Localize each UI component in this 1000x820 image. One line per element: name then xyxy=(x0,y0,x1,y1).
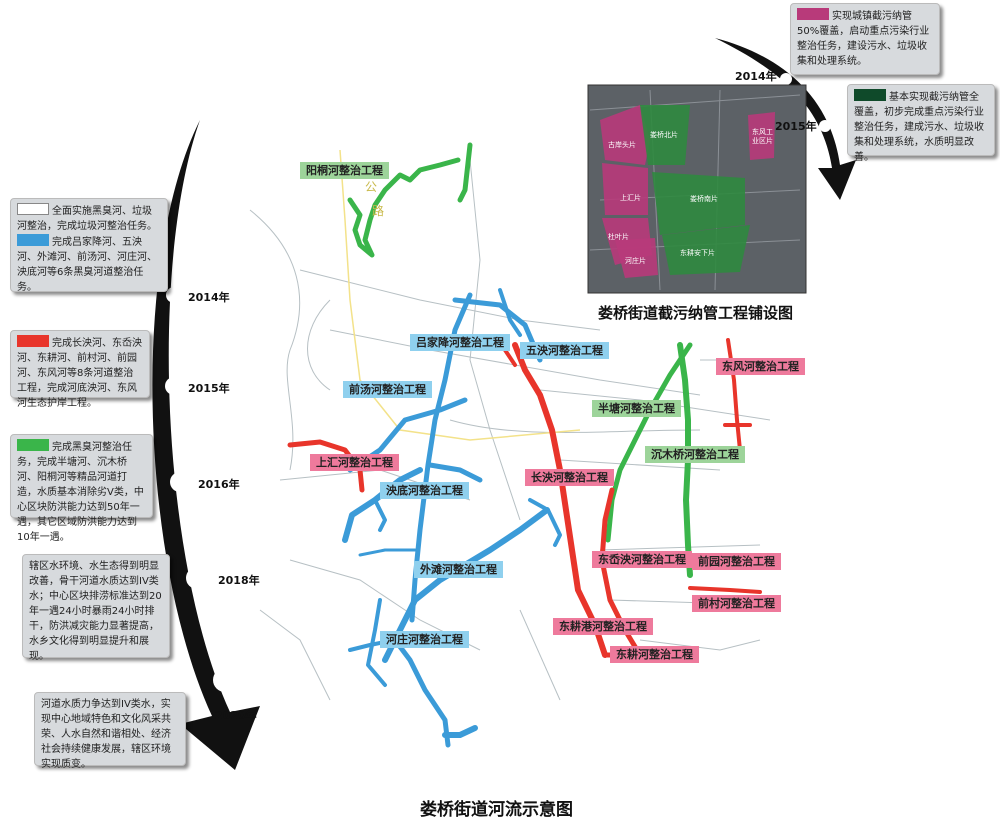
note-2014-text-b: 完成吕家降河、五泱河、外滩河、前汤河、河庄河、泱底河等6条黑臭河道整治任务。 xyxy=(17,237,157,293)
year-right-2014: 2014年 xyxy=(735,70,777,83)
year-left-2014: 2014年 xyxy=(188,291,230,304)
inset-zone-shanghui xyxy=(602,163,648,215)
inset-label-louqiaonan: 娄桥南片 xyxy=(690,195,718,203)
inset-label-gujiatou: 古岸头片 xyxy=(608,141,636,149)
note-right-2015-text: 基本实现截污纳管全覆盖，初步完成重点污染行业整治任务，建成污水、垃圾收集和处理系… xyxy=(854,92,984,163)
inset-zone-dongmao xyxy=(662,225,750,275)
inset-label-dongmao: 东耕安下片 xyxy=(680,249,715,257)
year-left-2016: 2016年 xyxy=(198,478,240,491)
note-2014-text-a: 全面实施黑臭河、垃圾河整治，完成垃圾河整治任务。 xyxy=(17,206,157,232)
label-changyang: 长泱河整治工程 xyxy=(525,469,614,486)
inset-label-hezhuang: 河庄片 xyxy=(625,257,646,265)
label-bantang: 半塘河整治工程 xyxy=(592,400,681,417)
label-dongeng: 东耕河整治工程 xyxy=(610,646,699,663)
road-yellow xyxy=(339,149,581,441)
note-2018-text: 辖区水环境、水生态得到明显改善，骨干河道水质达到IV类水；中心区块排涝标准达到2… xyxy=(29,561,162,662)
label-waitan: 外滩河整治工程 xyxy=(414,561,503,578)
legend-swatch-green xyxy=(17,439,49,451)
note-2020: 河道水质力争达到IV类水，实现中心地域特色和文化风采共荣、人水自然和谐相处、经济… xyxy=(34,692,186,770)
inset-zone-dongfeng xyxy=(748,112,775,160)
note-2015-text: 完成长泱河、东岙泱河、东耕河、前村河、前园河、东风河等8条河道整治工程，完成河底… xyxy=(17,338,142,409)
right-timeline-arrow xyxy=(715,38,856,200)
label-dongengang: 东耕港河整治工程 xyxy=(553,618,653,635)
road-text-lu: 路 xyxy=(372,204,385,218)
legend-swatch-red xyxy=(17,335,49,347)
legend-swatch-white xyxy=(17,203,49,215)
note-right-2014-text: 实现城镇截污纳管50%覆盖，启动重点污染行业整治任务，建设污水、垃圾收集和处理系… xyxy=(797,11,930,67)
note-right-2014: 实现城镇截污纳管50%覆盖，启动重点污染行业整治任务，建设污水、垃圾收集和处理系… xyxy=(790,3,940,75)
year-left-2015: 2015年 xyxy=(188,382,230,395)
inset-zone-hezhuang xyxy=(615,238,658,278)
inset-label-dongfeng: 东风工业区片 xyxy=(752,128,773,145)
legend-swatch-blue xyxy=(17,234,49,246)
note-right-2015: 基本实现截污纳管全覆盖，初步完成重点污染行业整治任务，建成污水、垃圾收集和处理系… xyxy=(847,84,995,163)
inset-label-louqiaobei: 娄桥北片 xyxy=(650,131,678,139)
inset-label-shanghui: 上汇片 xyxy=(620,194,641,202)
year-left-2018: 2018年 xyxy=(218,574,260,587)
label-qiantang: 前汤河整治工程 xyxy=(343,381,432,398)
left-timeline-arrow xyxy=(152,120,260,770)
label-lvjiajiang: 吕家降河整治工程 xyxy=(410,334,510,351)
label-yangtong: 阳桐河整治工程 xyxy=(300,162,389,179)
inset-map xyxy=(587,84,807,294)
inset-zone-louqiaobei xyxy=(640,105,690,165)
legend-swatch-magenta xyxy=(797,8,829,20)
note-2014: 全面实施黑臭河、垃圾河整治，完成垃圾河整治任务。 完成吕家降河、五泱河、外滩河、… xyxy=(10,198,168,293)
note-2015: 完成长泱河、东岙泱河、东耕河、前村河、前园河、东风河等8条河道整治工程，完成河底… xyxy=(10,330,150,409)
label-chenmuqiao: 沉木桥河整治工程 xyxy=(645,446,745,463)
legend-swatch-dark-green xyxy=(854,89,886,101)
year-right-2015: 2015年 xyxy=(775,120,817,133)
label-shanghui: 上汇河整治工程 xyxy=(310,454,399,471)
label-qiancun: 前村河整治工程 xyxy=(692,595,781,612)
inset-title: 娄桥街道截污纳管工程铺设图 xyxy=(598,304,794,322)
inset-zone-gujiatou xyxy=(600,105,650,165)
note-2016: 完成黑臭河整治任务，完成半塘河、沉木桥河、阳桐河等精品河道打造，水质基本消除劣V… xyxy=(10,434,153,543)
inset-zone-louqiaonan xyxy=(652,172,745,235)
inset-label-dushe: 杜叶片 xyxy=(608,233,629,241)
label-wuyang: 五泱河整治工程 xyxy=(520,342,609,359)
label-dongqiyang: 东岙泱河整治工程 xyxy=(592,551,692,568)
year-left-2020: 2020年 xyxy=(215,709,257,722)
note-2018: 辖区水环境、水生态得到明显改善，骨干河道水质达到IV类水；中心区块排涝标准达到2… xyxy=(22,554,170,662)
label-jiedi: 泱底河整治工程 xyxy=(380,482,469,499)
label-qianyuan: 前园河整治工程 xyxy=(692,553,781,570)
label-dongfeng: 东风河整治工程 xyxy=(716,358,805,375)
note-2020-text: 河道水质力争达到IV类水，实现中心地域特色和文化风采共荣、人水自然和谐相处、经济… xyxy=(41,699,171,770)
road-text-gong: 公 xyxy=(365,180,378,194)
label-hezhuang: 河庄河整治工程 xyxy=(380,631,469,648)
note-2016-text: 完成黑臭河整治任务，完成半塘河、沉木桥河、阳桐河等精品河道打造，水质基本消除劣V… xyxy=(17,442,144,543)
map-title: 娄桥街道河流示意图 xyxy=(420,800,573,820)
